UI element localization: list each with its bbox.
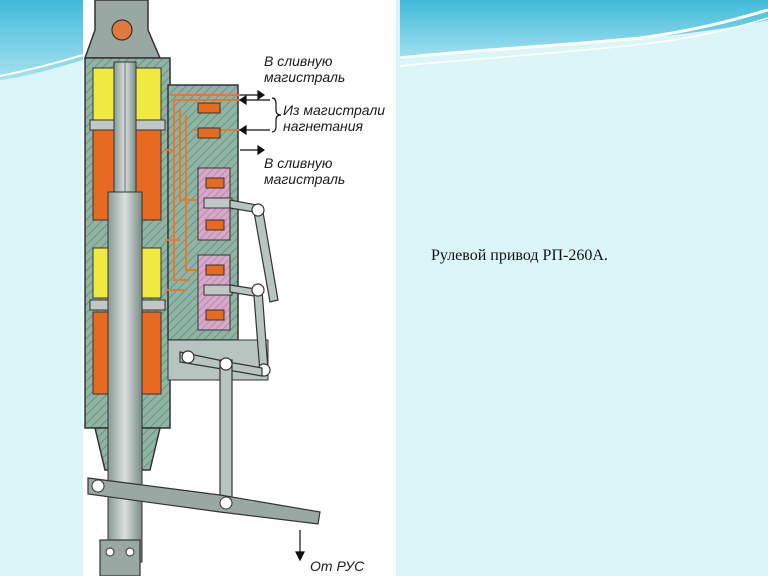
valve-unit-upper bbox=[197, 167, 233, 241]
label-drain-bottom-line2: магистраль bbox=[264, 171, 345, 187]
inlet-fittings bbox=[197, 102, 221, 139]
label-pressure-line2: нагнетания bbox=[283, 118, 364, 134]
bottom-clevis bbox=[99, 539, 141, 576]
label-drain-bottom-line1: В сливную bbox=[264, 155, 333, 171]
label-drain-top-line2: магистраль bbox=[264, 69, 345, 85]
label-pressure-line1: Из магистрали bbox=[283, 102, 385, 118]
linkage bbox=[179, 199, 279, 506]
slide-caption: Рулевой привод РП-260А. bbox=[431, 247, 608, 264]
label-from-rus: От РУС bbox=[310, 558, 365, 574]
oil-channels bbox=[165, 94, 240, 291]
decorative-wave bbox=[0, 0, 768, 80]
label-drain-top-line1: В сливную bbox=[264, 53, 333, 69]
top-clevis bbox=[83, 0, 162, 59]
bottom-lever bbox=[87, 477, 321, 525]
flow-arrows bbox=[238, 89, 305, 562]
valve-unit-lower bbox=[197, 254, 233, 331]
